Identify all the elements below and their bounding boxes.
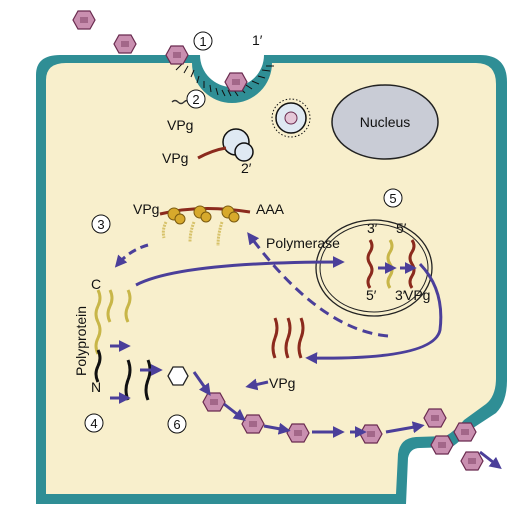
procapsid (167, 366, 189, 386)
virion-inside-7 (430, 435, 454, 455)
step-1: 1 (199, 34, 206, 49)
virion-outside-2 (113, 34, 137, 54)
label-5-prime-bottom: 5′ (366, 287, 377, 303)
step-3: 3 (97, 217, 104, 232)
step-6: 6 (173, 417, 180, 432)
label-aaa: AAA (256, 201, 285, 217)
nucleus: Nucleus (331, 84, 439, 160)
label-3-prime-top: 3′ (367, 220, 378, 236)
step-4: 4 (90, 416, 97, 431)
virion-inside-4 (359, 424, 383, 444)
virion-inside-1 (202, 392, 226, 412)
pathway-arrows (110, 232, 502, 469)
virion-outside-3 (165, 45, 189, 65)
label-2-prime: 2′ (241, 160, 252, 176)
label-c-terminus: C (91, 276, 101, 292)
virion-inside-3 (286, 423, 310, 443)
label-polyprotein: Polyprotein (73, 306, 89, 376)
virion-inside-8 (460, 451, 484, 471)
label-vpg-3: VPg (133, 201, 159, 217)
endosome (271, 98, 311, 138)
virion-inside-2 (241, 414, 265, 434)
label-vpg-2: VPg (162, 150, 188, 166)
virion-inside-5 (423, 408, 447, 428)
progeny-rna (271, 317, 305, 359)
virion-outside-1 (72, 10, 96, 30)
step-5: 5 (389, 191, 396, 206)
label-1-prime: 1′ (252, 32, 263, 48)
label-vpg-5: VPg (269, 375, 295, 391)
step-2: 2 (192, 92, 199, 107)
cytoplasm (46, 63, 496, 494)
virion-in-pit (224, 72, 248, 92)
polysome (159, 205, 251, 247)
step-numbers: 1 2 3 4 5 6 (84, 31, 403, 434)
uncoating-vesicle (197, 128, 254, 162)
label-vpg-1: VPg (167, 117, 193, 133)
virion-inside-6 (453, 422, 477, 442)
label-n-terminus: N (91, 379, 101, 395)
label-5-prime-top: 5′ (396, 220, 407, 236)
cell (36, 55, 507, 504)
label-3-prime-bottom: 3′ (395, 287, 406, 303)
nucleus-label: Nucleus (360, 114, 411, 130)
